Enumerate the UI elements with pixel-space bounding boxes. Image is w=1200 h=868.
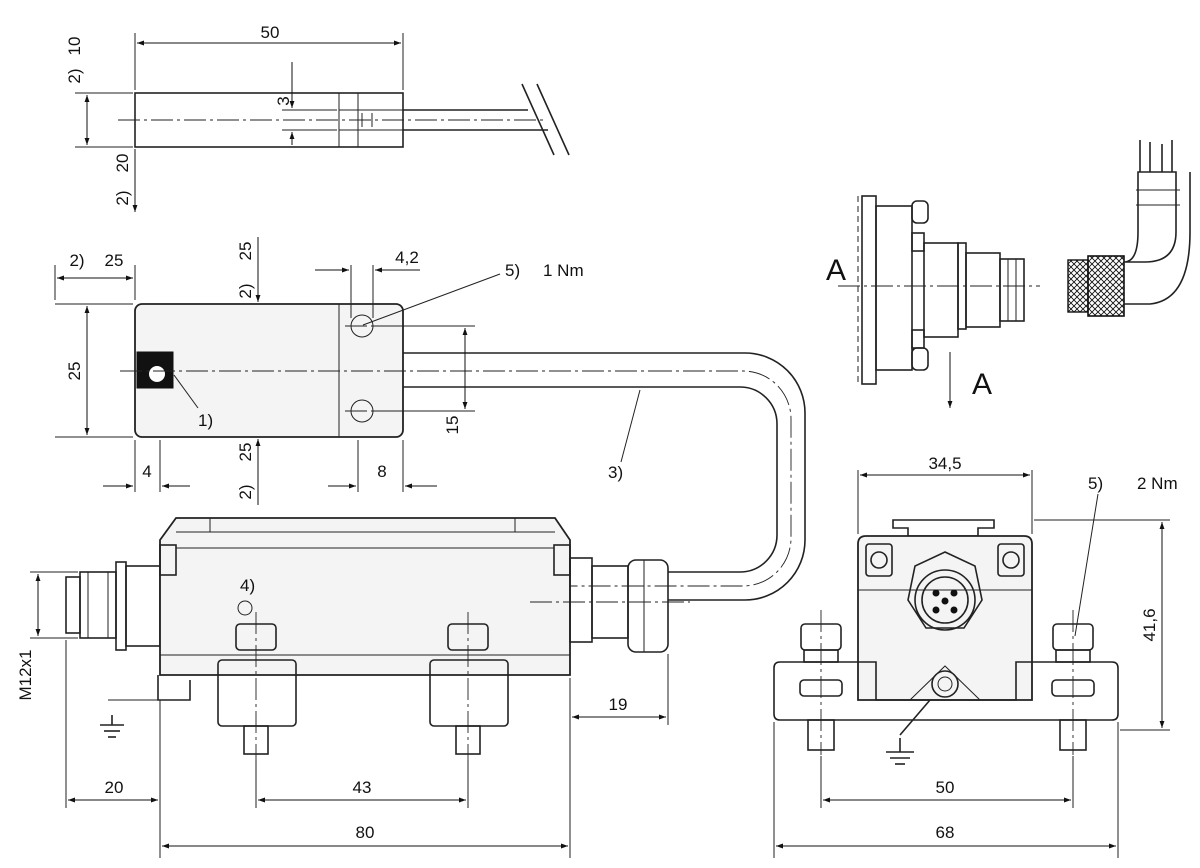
dim-spacing-label: 15	[443, 416, 462, 435]
dim-mount-label: 50	[936, 778, 955, 797]
dim-total-label-end: 68	[936, 823, 955, 842]
dim-gland-label: 19	[609, 695, 628, 714]
end-view: 34,5 5) 2 Nm 41,6 50 68	[773, 454, 1178, 858]
marker-ref-label: 1)	[198, 411, 213, 430]
clamp-left	[217, 612, 297, 760]
dim-height-label-front: 25	[65, 362, 84, 381]
dim-below-label: 20	[113, 154, 132, 173]
connector-nut	[907, 551, 983, 629]
dim-tab-label: 8	[377, 462, 386, 481]
dim-top-label-front: 25	[236, 242, 255, 261]
dim-length-label: 50	[261, 23, 280, 42]
connector-socket	[914, 569, 976, 631]
angled-plug	[1067, 140, 1191, 317]
note-bottom-label-front: 2)	[236, 484, 255, 499]
torque-ref-label: 5)	[505, 261, 520, 280]
note-below-label: 2)	[113, 190, 132, 205]
cable-outer	[403, 352, 806, 601]
housing-body	[159, 517, 571, 676]
note-top-label: 2)	[65, 68, 84, 83]
end-housing	[857, 535, 1033, 701]
note-left-label: 2)	[69, 251, 84, 270]
housing-view: 4) M12x1 20 43 80 19	[16, 517, 690, 858]
ground-point	[237, 600, 253, 616]
torque-small-label: 1 Nm	[543, 261, 584, 280]
dim-edge-label: 4	[142, 462, 151, 481]
clamp-right	[429, 612, 509, 760]
ground-ref-label: 4)	[240, 576, 255, 595]
top-view: 50 10 2) 3 20 2)	[65, 23, 570, 212]
magnet-front-outline	[134, 303, 404, 438]
mount-bracket	[773, 661, 1119, 721]
dim-connector-label: 20	[105, 778, 124, 797]
section-a-down-label: A	[972, 368, 992, 401]
dim-height-label-end: 41,6	[1140, 608, 1159, 641]
dim-slot-label: 3	[274, 96, 293, 105]
dim-screw-spacing-label: 43	[353, 778, 372, 797]
front-view: 25 2) 25 25 2) 4,2 5) 1 Nm 1) 15 3) 25 2…	[54, 237, 806, 601]
dim-left-label: 25	[105, 251, 124, 270]
thread-label: M12x1	[16, 649, 35, 700]
connector-tip	[65, 576, 81, 634]
torque-ref-label-end: 5)	[1088, 474, 1103, 493]
cable-ref-label: 3)	[608, 463, 623, 482]
note-top-label-front: 2)	[236, 283, 255, 298]
section-a-left-label: A	[826, 254, 846, 287]
dim-bottom-label-front: 25	[236, 443, 255, 462]
torque-large-label: 2 Nm	[1137, 474, 1178, 493]
dim-hole-label: 4,2	[395, 248, 419, 267]
dim-total-label: 80	[356, 823, 375, 842]
dim-height-label: 10	[65, 37, 84, 56]
side-connector-view: A A	[826, 140, 1191, 408]
cable-inner	[403, 386, 778, 573]
dim-top-label-end: 34,5	[928, 454, 961, 473]
